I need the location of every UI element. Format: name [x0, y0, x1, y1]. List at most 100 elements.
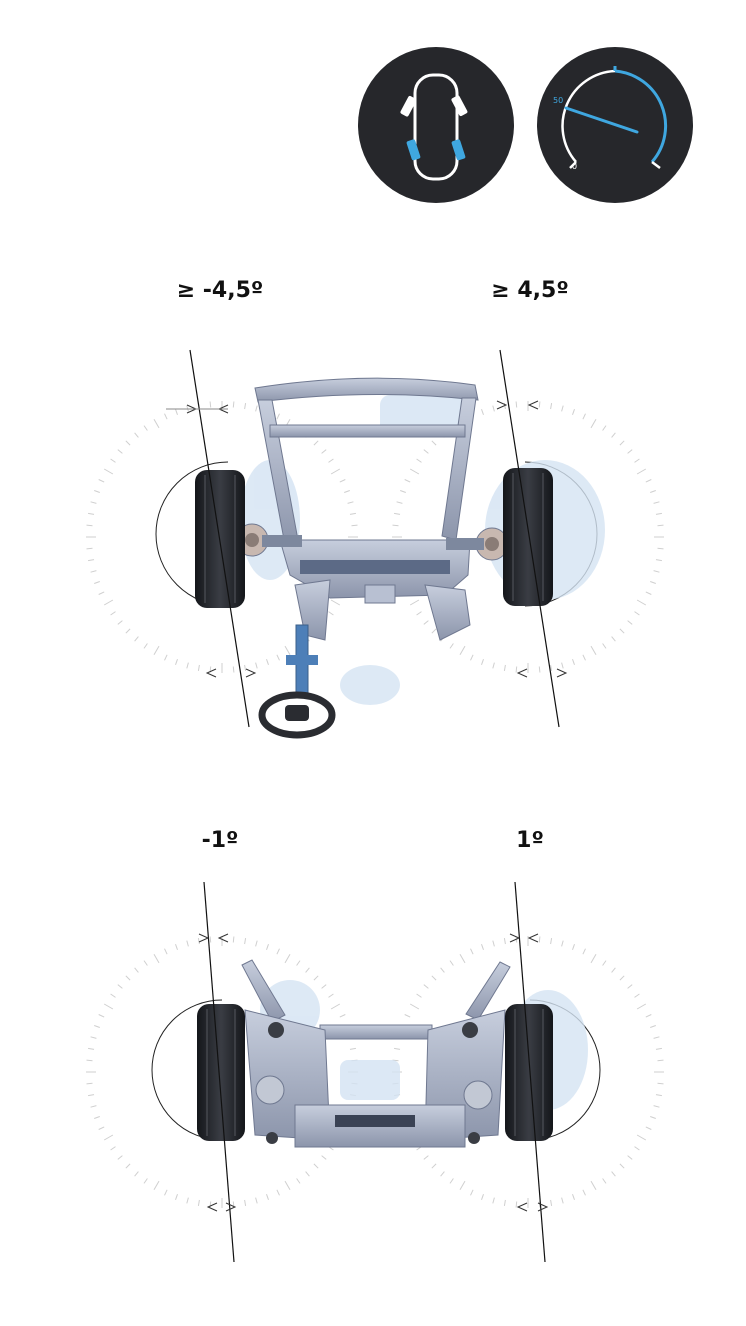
protractor-tick: [117, 984, 123, 989]
protractor-tick: [175, 944, 178, 950]
protractor-tick: [305, 1171, 310, 1177]
protractor-tick: [550, 938, 553, 945]
front-right-angle-line: [499, 349, 560, 728]
protractor-tick: [344, 490, 350, 493]
protractor-tick: [164, 413, 168, 420]
protractor-tick: [627, 449, 633, 454]
protractor-tick: [470, 654, 474, 661]
protractor-tick: [276, 413, 280, 420]
protractor-tick: [90, 570, 97, 573]
four-wheel-steering-icon: [358, 47, 514, 203]
protractor-tick: [416, 458, 422, 463]
protractor-tick: [164, 654, 168, 661]
protractor-tick: [88, 512, 95, 515]
protractor-tick: [94, 581, 100, 584]
protractor-tick: [650, 581, 656, 584]
protractor-tick: [143, 425, 148, 431]
protractor-tick: [400, 490, 406, 493]
protractor-tick: [296, 1178, 301, 1184]
protractor-tick: [284, 645, 291, 656]
protractor-tick: [110, 993, 116, 998]
protractor-tick: [449, 1178, 454, 1184]
protractor-tick: [313, 440, 319, 446]
protractor-tick: [94, 1025, 100, 1028]
protractor-tick: [449, 960, 454, 966]
protractor-tick: [650, 490, 656, 493]
protractor-tick: [655, 1094, 662, 1097]
protractor-tick: [266, 944, 269, 950]
protractor-tick: [321, 1155, 327, 1160]
protractor-tick: [590, 953, 597, 964]
protractor-tick: [431, 628, 437, 634]
protractor-tick: [611, 636, 616, 642]
protractor-tick: [470, 1189, 474, 1196]
front-right-tire: [503, 468, 553, 606]
protractor-tick: [590, 1180, 597, 1191]
rear-right-tire: [505, 1004, 553, 1141]
protractor-tick: [134, 1171, 139, 1177]
protractor-tick: [98, 1014, 105, 1018]
protractor-tick: [431, 440, 437, 446]
front-right-wheel-icon: [451, 95, 468, 117]
protractor-tick: [619, 628, 625, 634]
protractor-tick: [197, 664, 200, 671]
protractor-tick: [175, 1194, 178, 1200]
protractor-tick: [431, 975, 437, 981]
front-subframe: [235, 377, 509, 641]
protractor-tick: [627, 1155, 633, 1160]
protractor-tick: [117, 449, 123, 454]
protractor-tick: [653, 501, 660, 504]
protractor-tick: [619, 440, 625, 446]
protractor-tick: [153, 645, 160, 656]
protractor-tick: [125, 1163, 131, 1169]
protractor-tick: [582, 413, 586, 420]
protractor-tick: [125, 440, 131, 446]
protractor-tick: [481, 409, 484, 415]
protractor-tick: [572, 1194, 575, 1200]
protractor-tick: [125, 975, 131, 981]
protractor-tick: [330, 468, 341, 475]
rear-left-angle-line: [203, 881, 235, 1263]
protractor-tick: [110, 458, 116, 463]
protractor-tick: [655, 559, 662, 562]
protractor-tick: [284, 953, 291, 964]
protractor-tick: [186, 1197, 189, 1204]
protractor-tick: [244, 1199, 247, 1206]
protractor-tick: [284, 1180, 291, 1191]
protractor-tick: [582, 1189, 586, 1196]
protractor-tick: [449, 643, 454, 649]
rear-left-angle-label: -1º: [202, 828, 239, 853]
protractor-tick: [153, 953, 160, 964]
protractor-tick: [244, 938, 247, 945]
protractor-tick: [351, 524, 358, 527]
protractor-tick: [538, 936, 541, 943]
protractor-tick: [404, 1014, 411, 1018]
protractor-tick: [134, 967, 139, 973]
protractor-tick: [572, 944, 575, 950]
protractor-tick: [349, 1047, 356, 1050]
protractor-tick: [143, 1178, 148, 1184]
protractor-tick: [125, 628, 131, 634]
protractor-tick: [645, 1126, 652, 1130]
protractor-tick: [423, 1155, 429, 1160]
protractor-tick: [423, 449, 429, 454]
protractor-tick: [590, 645, 597, 656]
protractor-tick: [655, 1047, 662, 1050]
rear-right-angle-line: [514, 881, 546, 1263]
protractor-tick: [209, 1201, 212, 1208]
protractor-tick: [197, 938, 200, 945]
protractor-tick: [634, 458, 640, 463]
protractor-tick: [611, 432, 616, 438]
protractor-tick: [110, 1146, 116, 1151]
protractor-tick: [175, 659, 178, 665]
protractor-tick: [255, 940, 258, 947]
front-angle-markers: [166, 400, 568, 678]
protractor-tick: [103, 468, 114, 475]
protractor-tick: [328, 611, 334, 616]
protractor-tick: [90, 1036, 97, 1039]
protractor-tick: [255, 405, 258, 412]
protractor-tick: [470, 948, 474, 955]
protractor-tick: [611, 967, 616, 973]
front-right-angle-label: ≥ 4,5º: [491, 278, 568, 303]
protractor-tick: [459, 1180, 466, 1191]
